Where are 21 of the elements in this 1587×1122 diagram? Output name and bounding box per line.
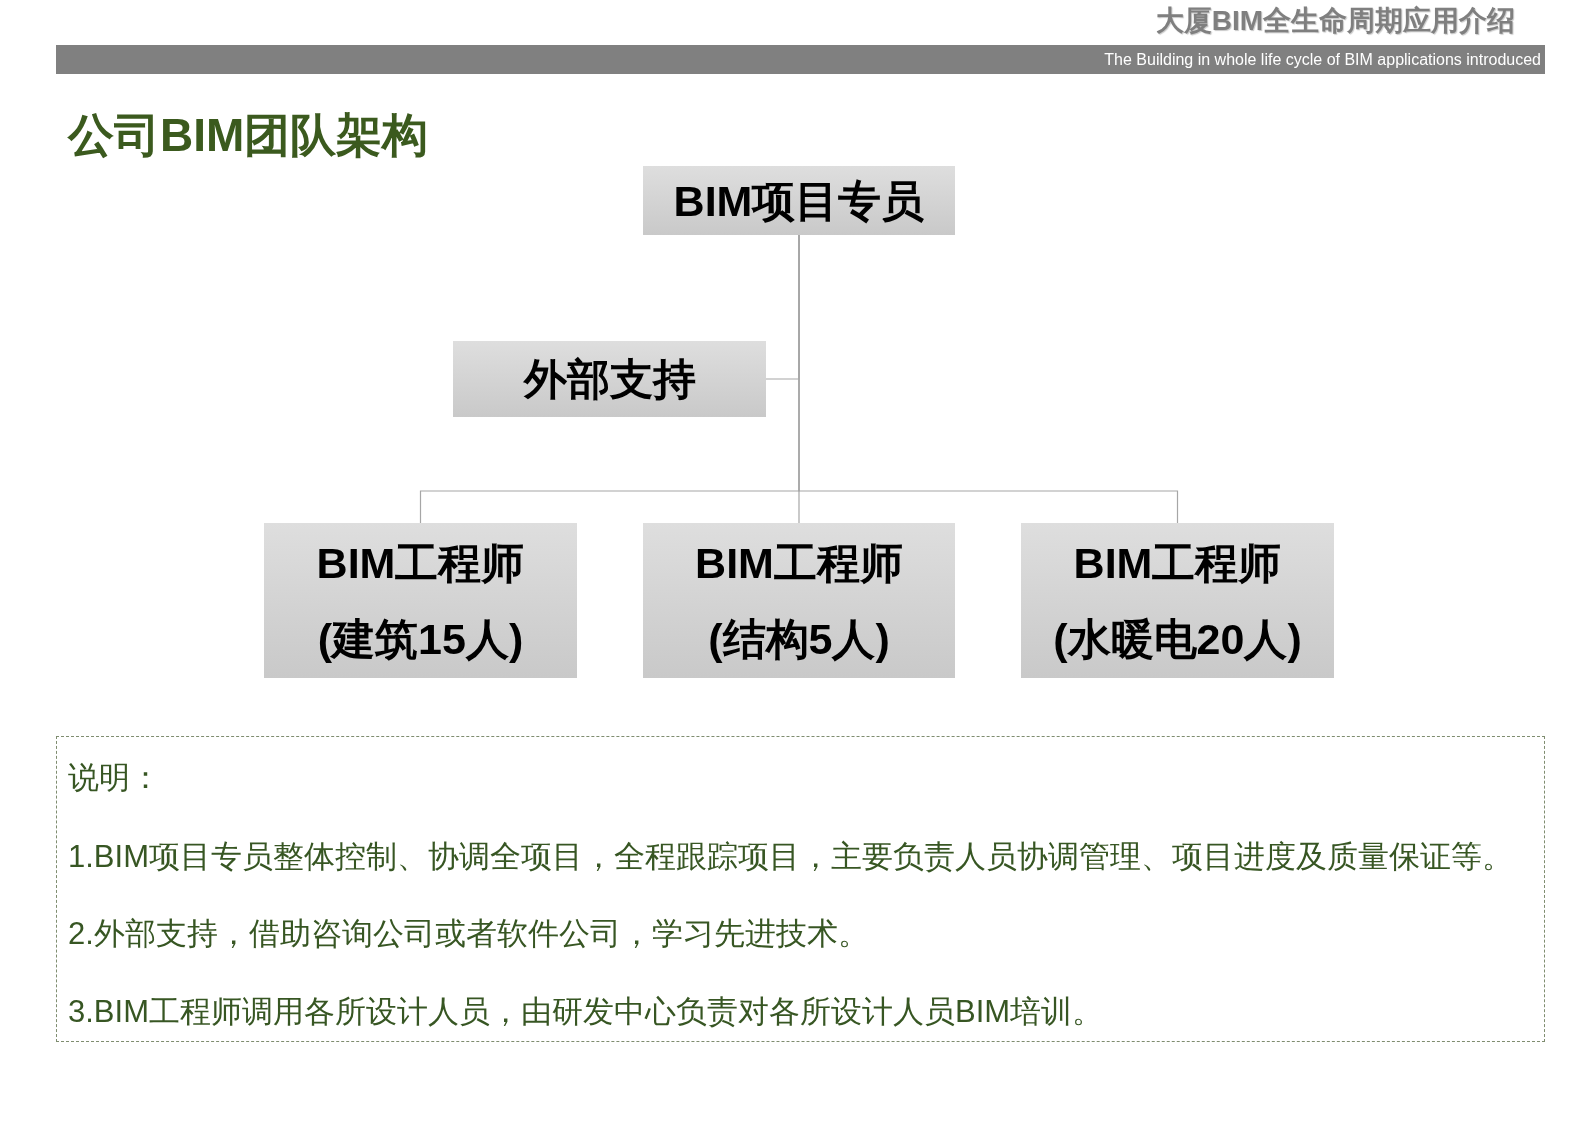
note-heading: 说明： (68, 759, 161, 796)
page-title: 公司BIM团队架构 (68, 108, 429, 163)
role-box (1021, 523, 1334, 678)
note-text: 3.BIM工程师调用各所设计人员，由研发中心负责对各所设计人员BIM培训。 (68, 993, 1104, 1030)
note-text: 2.外部支持，借助咨询公司或者软件公司，学习先进技术。 (68, 915, 869, 952)
box-sublabel: (结构5人) (708, 613, 890, 665)
note-text: 1.BIM项目专员整体控制、协调全项目，全程跟踪项目，主要负责人员协调管理、项目进度及质量保证等。 (68, 838, 1513, 875)
box-label: 外部支持 (523, 354, 696, 405)
role-box (643, 523, 955, 678)
role-box (453, 341, 766, 417)
role-box (643, 166, 955, 235)
box-label: BIM项目专员 (673, 175, 925, 227)
note-box (56, 736, 1545, 1042)
header-subtitle: The Building in whole life cycle of BIM applications introduced (1104, 50, 1541, 69)
box-label: BIM工程师 (695, 537, 903, 589)
role-box (264, 523, 577, 678)
box-sublabel: (水暖电20人) (1053, 613, 1302, 665)
box-sublabel: (建筑15人) (317, 613, 524, 665)
box-label: BIM工程师 (1073, 537, 1282, 589)
header-title: 大厦BIM全生命周期应用介绍 (1155, 4, 1515, 38)
box-label: BIM工程师 (316, 537, 525, 589)
